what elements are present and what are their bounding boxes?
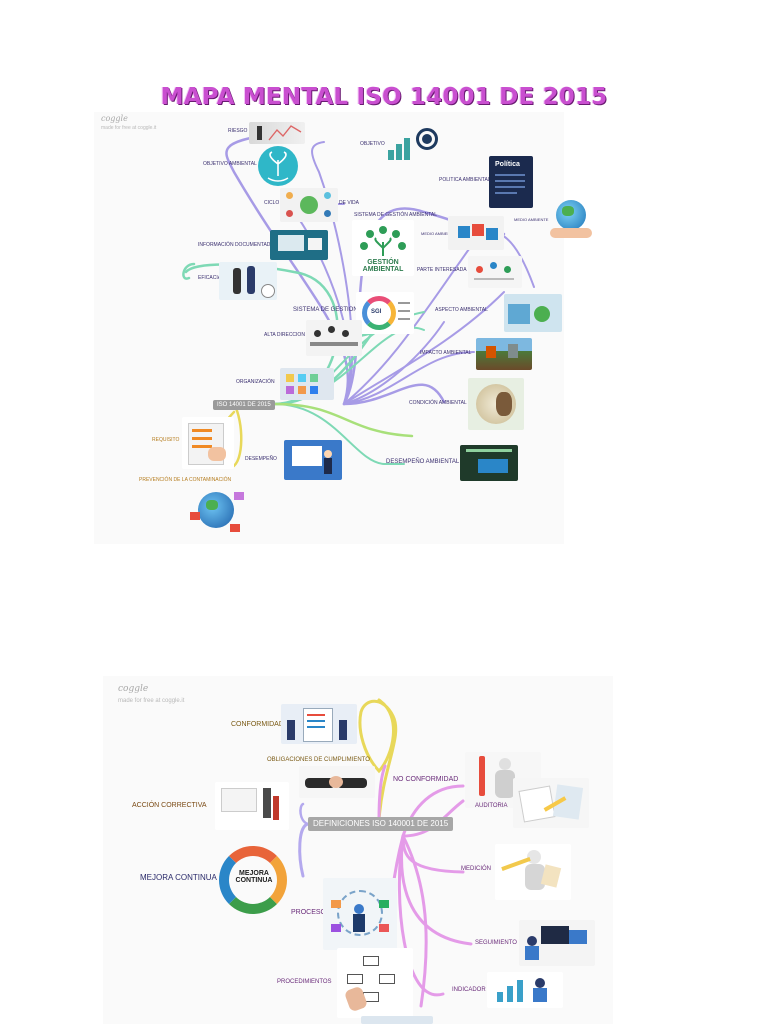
node-politica-ambiental[interactable]: POLITICA AMBIENTAL [439,177,491,183]
node-desempeno[interactable]: DESEMPEÑO [245,456,277,462]
accion-correctiva-image [215,782,289,830]
objetivo-image [384,124,442,164]
politica-card-title: Política [495,161,520,168]
node-aspecto-ambiental[interactable]: ASPECTO AMBIENTAL [435,307,488,313]
mejora-continua-image: MEJORA CONTINUA [217,844,291,916]
eficacia-image [219,262,277,300]
alta-direccion-image [306,320,362,356]
node-condicion-ambiental[interactable]: CONDICIÓN AMBIENTAL [409,400,467,406]
bottom-cut-image [361,1016,433,1024]
gestion-ambiental-badge: GESTIÓN AMBIENTAL [362,259,404,273]
seguimiento-image [519,920,595,966]
indicador-image [487,972,563,1008]
prevencion-image [190,484,246,538]
map1-root-node[interactable]: ISO 14001 DE 2015 [213,400,275,410]
map2-root-node[interactable]: DEFINICIONES ISO 140001 DE 2015 [308,817,454,831]
node-impacto-ambiental[interactable]: IMPACTO AMBIENTAL [420,350,472,356]
node-no-conformidad[interactable]: NO CONFORMIDAD [393,776,459,783]
node-requisito[interactable]: REQUISITO [152,437,180,443]
conformidad-image [281,704,357,744]
mejora-continua-badge: MEJORA CONTINUA [235,870,273,885]
node-auditoria[interactable]: AUDITORIA [475,803,508,809]
node-seguimiento[interactable]: SEGUIMIENTO [475,940,517,946]
coggle-made-for-free-2: made for free at coggle.it [118,698,185,704]
sistema-de-gestion-image: SGI [356,292,414,334]
impacto-ambiental-image [476,338,532,370]
node-indicador[interactable]: INDICADOR [452,987,486,993]
mind-map-2: coggle made for free at coggle.it CONFOR… [103,676,613,1024]
node-conformidad[interactable]: CONFORMIDAD [231,721,284,728]
coggle-logo: coggle [101,114,128,123]
sgi-badge: SGI [371,309,382,315]
node-desempeno-ambiental[interactable]: DESEMPEÑO AMBIENTAL [386,459,460,465]
node-obligaciones[interactable]: OBLIGACIONES DE CUMPLIMIENTO [267,757,370,763]
node-medicion[interactable]: MEDICIÓN [461,866,491,872]
node-medio-ambiente-right[interactable]: MEDIO AMBIENTE [514,217,549,222]
desempeno-image [284,440,342,480]
gestion-ambiental-image: GESTIÓN AMBIENTAL [352,220,414,276]
node-medio-ambiente[interactable]: MEDIO AMBIENTE [421,231,456,236]
organizacion-image [280,368,334,400]
medio-ambiente-image [448,216,504,250]
node-de-vida[interactable]: DE VIDA [339,200,360,206]
node-organizacion[interactable]: ORGANIZACIÓN [236,379,275,385]
ciclo-image [280,188,338,222]
earth-hands-image [544,194,600,248]
node-parte-interesada[interactable]: PARTE INTERESADA [417,267,467,273]
node-proceso[interactable]: PROCESO [291,909,327,916]
page-title: MAPA MENTAL ISO 14001 DE 2015 [160,84,608,110]
riesgo-image [249,122,305,144]
objetivo-ambiental-image [256,146,312,188]
desempeno-ambiental-image [460,445,518,481]
informacion-documentada-image [270,230,328,260]
procedimientos-image [337,948,413,1018]
node-alta-direccion[interactable]: ALTA DIRECCION [264,332,305,338]
node-objetivo[interactable]: OBJETIVO [360,141,385,147]
coggle-made-for-free: made for free at coggle.it [101,125,157,131]
proceso-image [323,878,397,950]
mind-map-1: coggle made for free at coggle.it R [94,112,592,544]
node-prevencion[interactable]: PREVENCIÓN DE LA CONTAMINACIÓN [139,477,232,483]
medicion-image [495,844,571,900]
aspecto-ambiental-image [504,294,562,332]
node-objetivo-ambiental[interactable]: OBJETIVO AMBIENTAL [203,161,257,167]
node-sistema-de-gestion[interactable]: SISTEMA DE GESTION [293,307,358,313]
node-sistema-gestion-ambiental[interactable]: SISTEMA DE GESTIÓN AMBIENTAL [354,212,437,218]
node-eficacia[interactable]: EFICACIA [198,275,222,281]
parte-interesada-image [468,256,522,288]
node-accion-correctiva[interactable]: ACCIÓN CORRECTIVA [132,802,207,809]
politica-image: Política [489,156,533,208]
node-informacion-documentada[interactable]: INFORMACIÓN DOCUMENTADA [198,242,274,248]
node-procedimientos[interactable]: PROCEDIMIENTOS [277,979,332,985]
condicion-ambiental-image [468,378,524,430]
coggle-logo-2: coggle [118,684,149,694]
requisito-image [182,417,234,469]
node-mejora-continua[interactable]: MEJORA CONTINUA [140,873,217,882]
obligaciones-image [299,766,375,798]
node-riesgo[interactable]: RIESGO [228,128,248,134]
node-ciclo[interactable]: CICLO [264,200,280,206]
auditoria-image [513,778,589,828]
